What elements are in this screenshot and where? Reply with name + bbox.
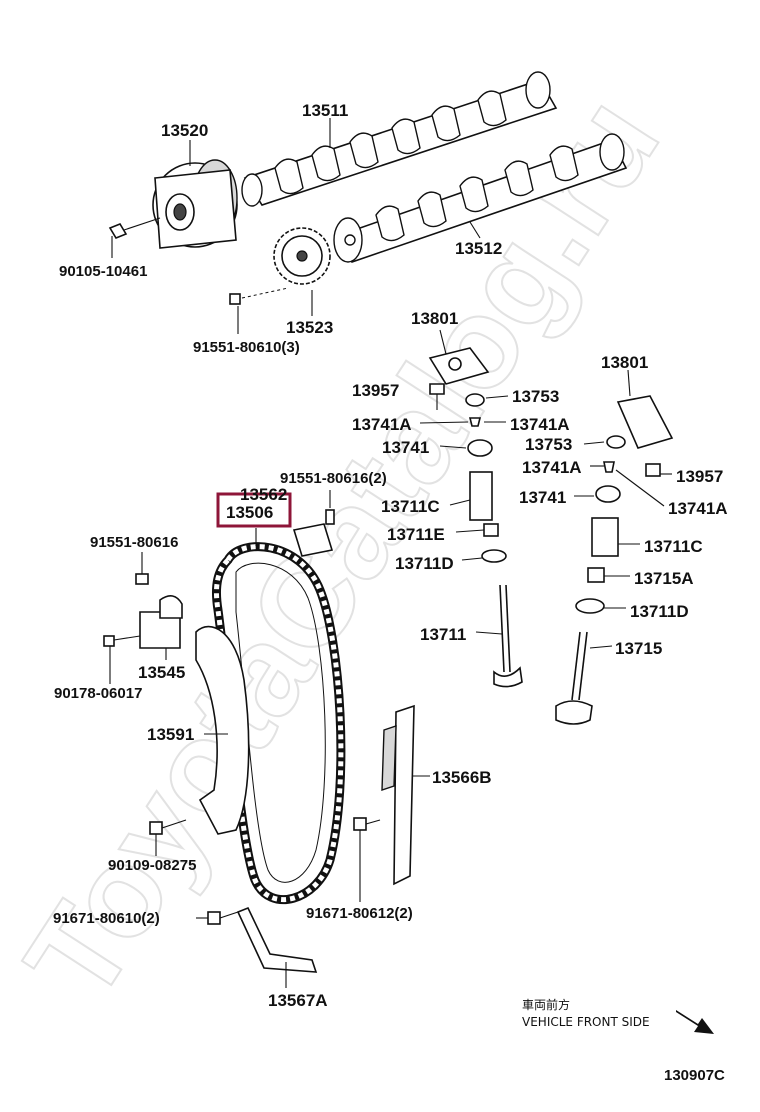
label-13741A-4: 13741A: [668, 499, 728, 518]
retainer-13741-right: [574, 485, 621, 503]
vehicle-front-note-jp: 車両前方: [522, 997, 570, 1012]
bolt-91671-80610: [196, 911, 239, 925]
label-90109-08275: 90109-08275: [108, 857, 196, 874]
pad-13753-right: [583, 435, 626, 449]
camshaft-timing-gear-13520: [152, 140, 238, 249]
label-13957-left: 13957: [352, 381, 399, 400]
label-13753-right: 13753: [525, 435, 572, 454]
label-13562: 13562: [240, 485, 287, 504]
label-13523: 13523: [286, 318, 333, 337]
washer-13711D-left: [461, 549, 507, 563]
retainer-13741-left: [439, 439, 493, 457]
label-90105-10461: 90105-10461: [59, 263, 147, 280]
spring-13711C-right: [591, 517, 640, 557]
vehicle-front-note-en: VEHICLE FRONT SIDE: [522, 1015, 650, 1029]
label-13801-right: 13801: [601, 353, 648, 372]
adjuster-13957-right: [645, 463, 672, 477]
label-91671-80610-2: 91671-80610(2): [53, 910, 160, 927]
bolt-90105-10461: [108, 217, 161, 258]
label-13741-right: 13741: [519, 488, 566, 507]
label-13957-right: 13957: [676, 467, 723, 486]
camshaft-13512: [333, 133, 628, 263]
label-90178-06017: 90178-06017: [54, 685, 142, 702]
label-13715: 13715: [615, 639, 662, 658]
label-13711C-right: 13711C: [644, 537, 703, 556]
washer-13711D-right: [575, 598, 626, 614]
vehicle-front-arrow-icon: [676, 1010, 714, 1034]
chain-tensioner-13545: [103, 560, 183, 684]
label-13567A: 13567A: [268, 991, 328, 1010]
diagram-code: 130907C: [664, 1067, 725, 1084]
label-13741A-3: 13741A: [522, 458, 582, 477]
label-13520: 13520: [161, 121, 208, 140]
bolt-91671-80612: [353, 817, 381, 902]
label-13711D-left: 13711D: [395, 554, 454, 573]
label-91551-80610-3: 91551-80610(3): [193, 339, 300, 356]
label-13711E: 13711E: [387, 525, 445, 544]
camshaft-sprocket-13523: [273, 227, 331, 316]
keeper-13741A-right: [590, 461, 665, 507]
label-91551-80616-2: 91551-80616(2): [280, 470, 387, 487]
chain-guide-bracket-13562: [292, 490, 335, 557]
bolt-91551-80610: [229, 287, 289, 334]
label-13711C-left: 13711C: [381, 497, 440, 516]
label-13545: 13545: [138, 663, 185, 682]
label-91551-80616: 91551-80616: [90, 534, 178, 551]
chain-guide-13566B: [381, 704, 430, 886]
label-13591: 13591: [147, 725, 194, 744]
keeper-13741A-left: [419, 417, 506, 427]
chain-guide-13567A: [236, 906, 318, 988]
rocker-arm-13801-right: [616, 369, 674, 449]
highlight-box-13506: [216, 492, 292, 528]
label-13512: 13512: [455, 239, 502, 258]
label-13711D-right: 13711D: [630, 602, 689, 621]
camshaft-13511: [241, 71, 558, 207]
chain-slipper-13591: [195, 625, 250, 835]
label-13801-left: 13801: [411, 309, 458, 328]
label-91671-80612-2: 91671-80612(2): [306, 905, 413, 922]
label-13511: 13511: [302, 101, 348, 120]
spring-13711C-left: [449, 471, 493, 521]
label-13753-left: 13753: [512, 387, 559, 406]
label-13741-left: 13741: [382, 438, 429, 457]
label-13715A: 13715A: [634, 569, 694, 588]
label-13711: 13711: [420, 625, 466, 644]
bolt-90109-08275: [149, 819, 187, 856]
label-13506: 13506: [226, 503, 273, 522]
label-13741A-1: 13741A: [352, 415, 412, 434]
valve-13715: [555, 631, 613, 725]
rocker-arm-13801-left: [428, 329, 490, 385]
seal-13715A: [587, 567, 630, 583]
label-13741A-2: 13741A: [510, 415, 570, 434]
pad-13753-left: [465, 393, 509, 407]
label-13566B: 13566B: [432, 768, 492, 787]
adjuster-13957-left: [429, 383, 445, 410]
seal-13711E: [455, 523, 499, 537]
valve-13711: [475, 584, 523, 688]
